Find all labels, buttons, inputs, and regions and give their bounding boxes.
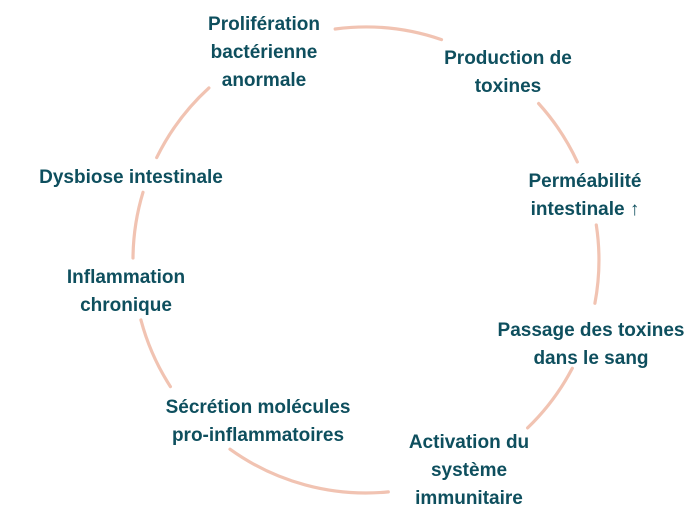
node-production-de-toxines: Production de toxines <box>444 48 572 97</box>
arc-segment-upper-left <box>155 86 211 160</box>
node-secretion-molecules-pro-inflammatoires: Sécrétion molécules pro-inflammatoires <box>165 397 351 446</box>
arc-segment-upper-right <box>537 101 579 164</box>
arc-segment-right <box>593 223 601 305</box>
node-passage-des-toxines-dans-le-sang: Passage des toxines dans le sang <box>497 320 685 369</box>
arc-segment-left <box>131 190 145 260</box>
node-dysbiose-intestinale: Dysbiose intestinale <box>39 167 223 188</box>
arc-segment-bottom <box>228 447 390 495</box>
arc-segment-lower-left <box>139 318 172 389</box>
arc-segment-top <box>333 25 444 42</box>
arc-segment-lower-right <box>526 366 574 430</box>
node-inflammation-chronique: Inflammation chronique <box>66 267 186 316</box>
node-permeabilite-intestinale: Perméabilité intestinale ↑ <box>528 171 642 220</box>
node-proliferation-bacterienne-anormale: Prolifération bactérienne anormale <box>208 14 320 91</box>
node-activation-du-systeme-immunitaire: Activation du système immunitaire <box>408 432 530 509</box>
